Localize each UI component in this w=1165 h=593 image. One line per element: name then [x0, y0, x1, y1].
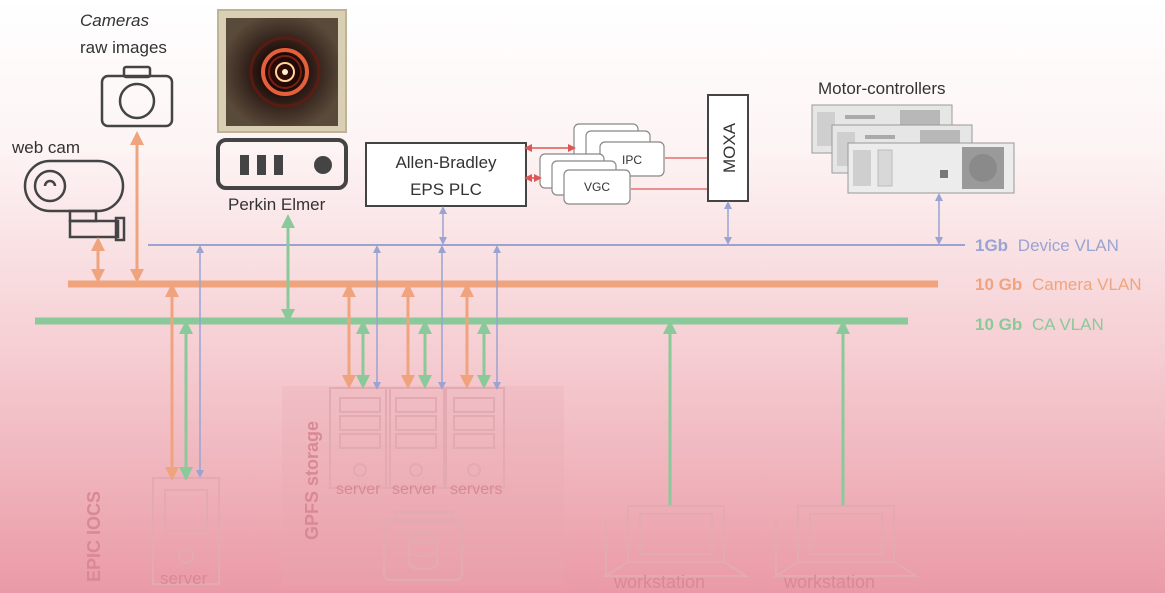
gpfs-server-label-3: servers — [450, 481, 502, 498]
camera-vlan-label: 10 Gb Camera VLAN — [975, 275, 1142, 294]
device-vlan-speed: 1Gb — [975, 236, 1008, 255]
gpfs-server-rack-1 — [329, 387, 391, 489]
epics-iocs-label: EPIC IOCS — [84, 491, 104, 582]
workstation-1-icon — [602, 505, 750, 577]
webcam-icon — [23, 159, 126, 242]
ca-vlan-speed: 10 Gb — [975, 315, 1022, 334]
gpfs-server-rack-2 — [385, 387, 447, 489]
vgc-label: VGC — [584, 180, 610, 194]
camera-icon — [100, 65, 174, 128]
moxa-label: MOXA — [720, 122, 739, 173]
ca-vlan-label: 10 Gb CA VLAN — [975, 315, 1104, 334]
gpfs-storage-label: GPFS storage — [302, 421, 322, 540]
cameras-label-line1: Cameras — [80, 11, 149, 30]
motor-controllers-image — [811, 104, 1015, 194]
perkin-elmer-label: Perkin Elmer — [228, 195, 326, 214]
motor-controllers-label: Motor-controllers — [818, 79, 946, 98]
plc-label-line1: Allen-Bradley — [395, 153, 497, 172]
camera-vlan-speed: 10 Gb — [975, 275, 1022, 294]
moxa-box — [707, 94, 749, 202]
ca-vlan-name: CA VLAN — [1032, 315, 1104, 334]
vgc-card-stack — [539, 153, 631, 205]
gpfs-server-label-2: server — [392, 481, 437, 498]
workstation-2-icon — [772, 505, 920, 577]
plc-label-line2: EPS PLC — [410, 180, 482, 199]
workstation-2-label: workstation — [783, 572, 875, 592]
perkin-elmer-detector — [217, 9, 347, 133]
workstation-1-label: workstation — [613, 572, 705, 592]
device-vlan-label: 1Gb Device VLAN — [975, 236, 1119, 255]
gpfs-server-label-1: server — [336, 481, 381, 498]
camera-vlan-name: Camera VLAN — [1032, 275, 1142, 294]
device-vlan-name: Device VLAN — [1018, 236, 1119, 255]
gpfs-server-rack-3 — [443, 387, 505, 489]
webcam-label: web cam — [11, 138, 80, 157]
ipc-label: IPC — [622, 153, 642, 167]
cameras-label-line2: raw images — [80, 38, 167, 57]
epics-server-label: server — [160, 569, 208, 588]
ipc-card-stack — [573, 123, 665, 177]
perkin-elmer-unit-icon — [216, 138, 348, 190]
storage-icon — [382, 510, 464, 582]
